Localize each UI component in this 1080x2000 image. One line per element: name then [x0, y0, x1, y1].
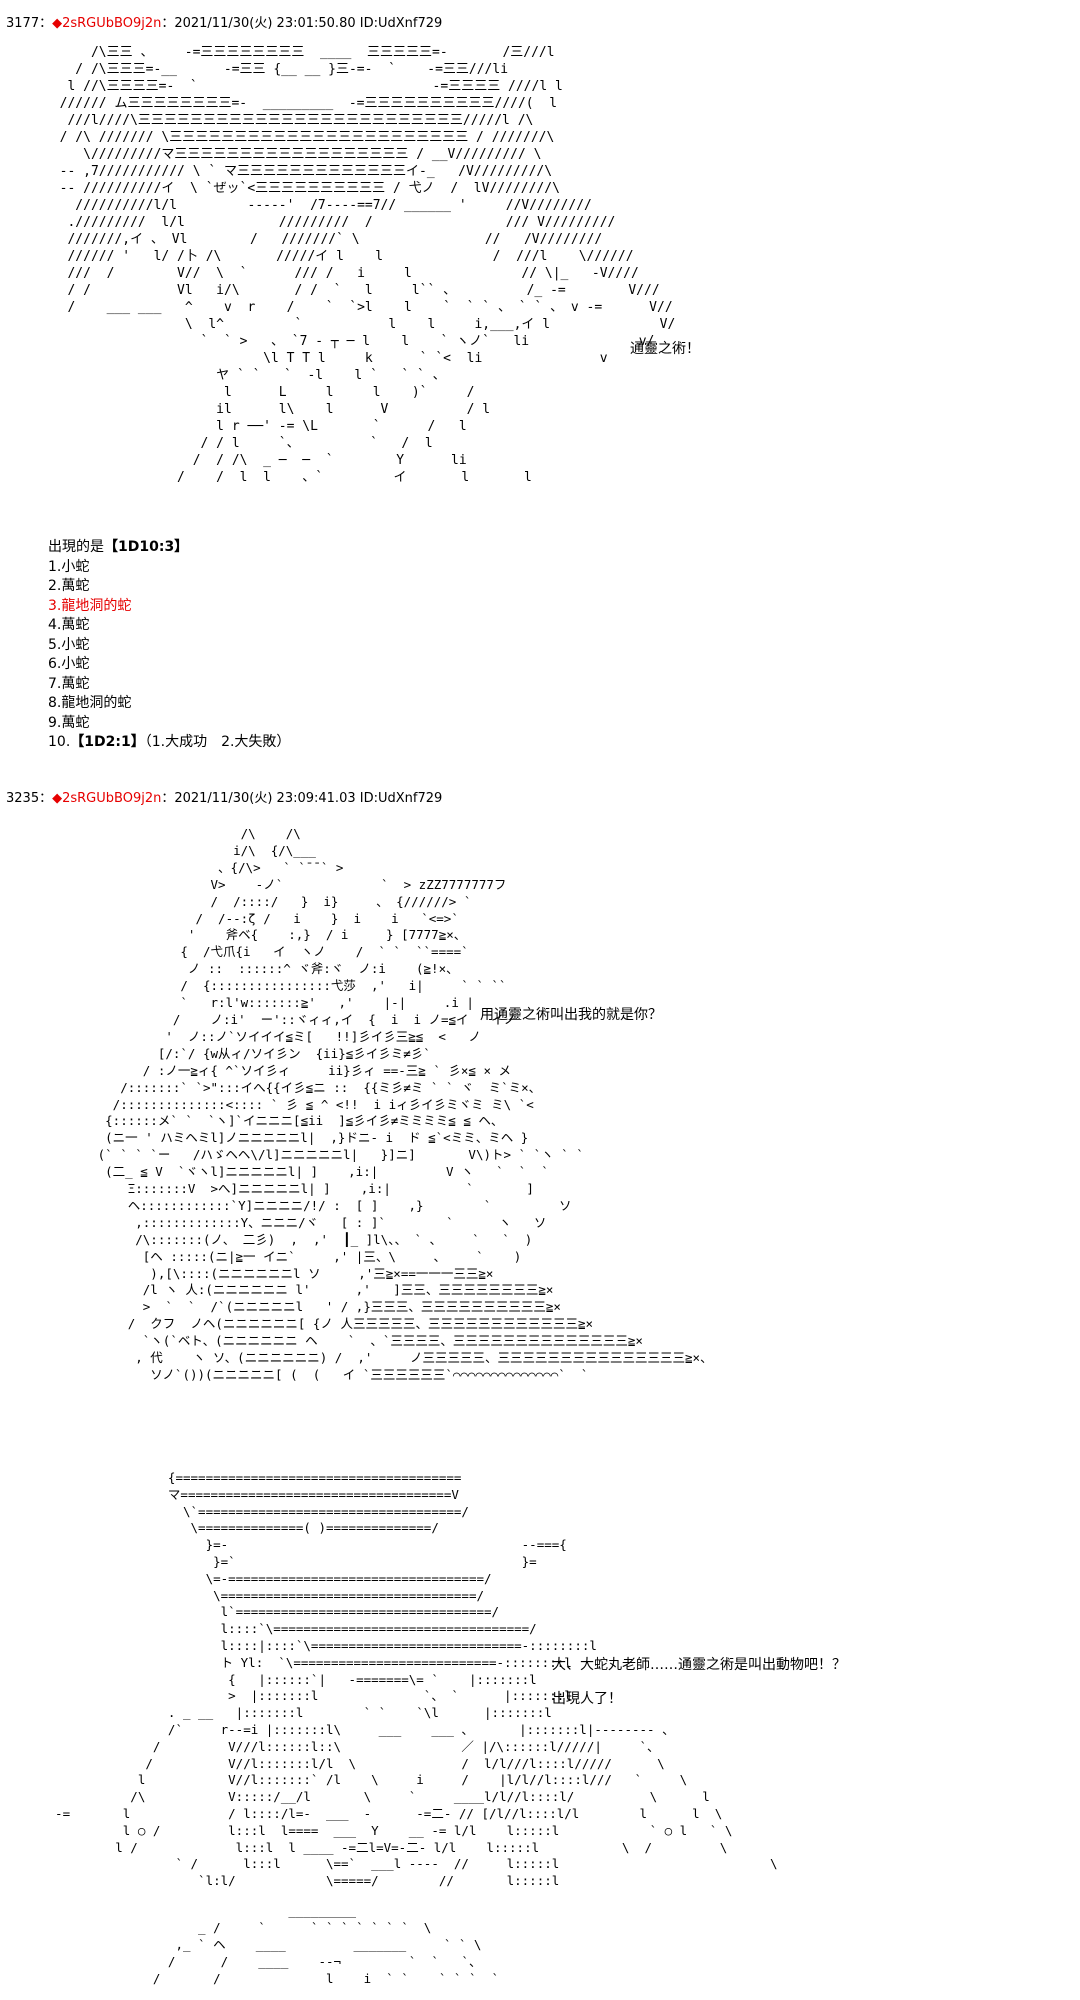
post-separator: ：	[39, 791, 53, 806]
ascii-art-summoning: /\三三 、 -=三三三三三三三三 ____ 三三三三三=- /三///l / …	[59, 45, 676, 485]
dice-roll-block: 出現的是【1D10:3】 1.小蛇 2.萬蛇 3.龍地洞的蛇 4.萬蛇 5.小蛇…	[48, 538, 290, 753]
dialogue-summoning: 通靈之術！	[630, 341, 700, 357]
list-item: 5.小蛇	[48, 636, 90, 653]
post-trip[interactable]: ◆2sRGUbBO9j2n	[52, 791, 162, 806]
list-item: 9.萬蛇	[48, 714, 90, 731]
list-item: 7.萬蛇	[48, 675, 90, 692]
post-datetime-id: ：2021/11/30(火) 23:01:50.80 ID:UdXnf729	[161, 16, 443, 31]
dialogue-teacher: 大、大蛇丸老師……通靈之術是叫出動物吧！？	[552, 1657, 846, 1673]
post-number: 3177	[6, 16, 40, 31]
roll-options-list: 1.小蛇 2.萬蛇 3.龍地洞的蛇 4.萬蛇 5.小蛇 6.小蛇 7.萬蛇 8.…	[48, 558, 290, 753]
list-item: 6.小蛇	[48, 656, 90, 672]
post-datetime-id: ：2021/11/30(火) 23:09:41.03 ID:UdXnf729	[161, 791, 443, 806]
post-number: 3235	[6, 791, 40, 806]
post-separator: ：	[39, 16, 53, 31]
dialogue-appeared: 出現人了！	[552, 1691, 622, 1707]
item10-prefix: 10.	[48, 734, 71, 750]
list-item-selected: 3.龍地洞的蛇	[48, 597, 132, 614]
list-item: 8.龍地洞的蛇	[48, 695, 132, 711]
roll-title: 出現的是	[48, 539, 104, 555]
list-item: 1.小蛇	[48, 558, 90, 575]
dialogue-question: 用通靈之術叫出我的就是你？	[480, 1007, 662, 1023]
ascii-art-hooded-figure: {====================================== …	[55, 1470, 778, 1889]
post-header-3177: 3177：◆2sRGUbBO9j2n：2021/11/30(火) 23:01:5…	[6, 15, 442, 33]
roll-dice: 【1D10:3】	[104, 539, 189, 555]
post-header-3235: 3235：◆2sRGUbBO9j2n：2021/11/30(火) 23:09:4…	[6, 790, 442, 808]
item10-dice: 【1D2:1】	[70, 734, 145, 750]
post-trip[interactable]: ◆2sRGUbBO9j2n	[52, 16, 162, 31]
list-item: 4.萬蛇	[48, 617, 90, 633]
list-item-10: 10.【1D2:1】（1.大成功 2.大失敗）	[48, 733, 290, 753]
ascii-art-woman: /\ /\ i/\ {/\___ 、{/\> ` `¯¯` > V> -ノ` `…	[97, 826, 713, 1382]
roll-title-line: 出現的是【1D10:3】	[48, 538, 290, 558]
list-item: 2.萬蛇	[48, 578, 90, 594]
ascii-art-partial: _________ _ / ` ` ` ` ` ` ` ` \ ,_ ` ヘ _…	[152, 1903, 500, 1986]
item10-suffix: （1.大成功 2.大失敗）	[144, 734, 291, 750]
